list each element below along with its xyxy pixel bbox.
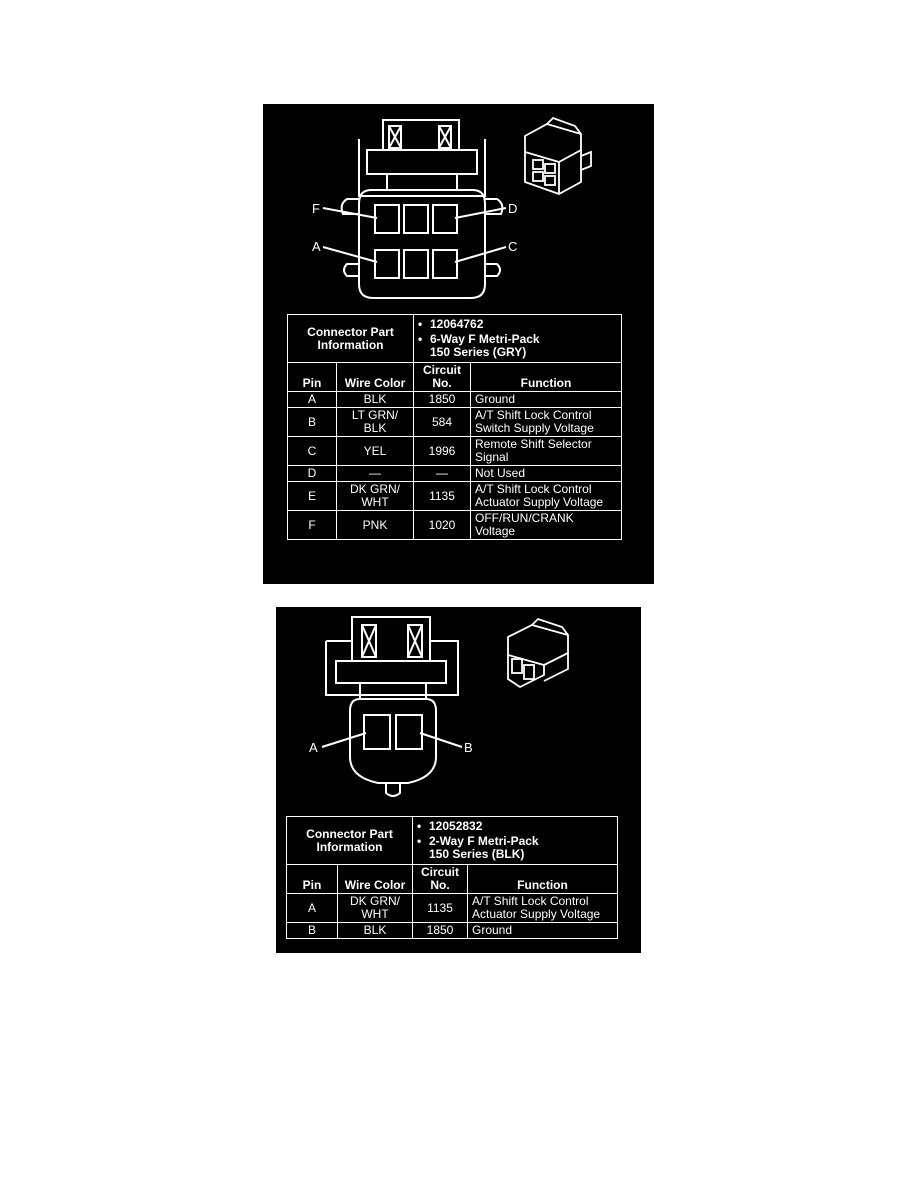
table-row: B LT GRN/ BLK 584 A/T Shift Lock Control…: [287, 407, 622, 437]
cell-wire: PNK: [336, 510, 414, 540]
connector-info-values: 12052832 2-Way F Metri-Pack 150 Series (…: [412, 816, 618, 865]
header-function: Function: [467, 864, 618, 894]
cell-pin: D: [287, 465, 337, 482]
cell-pin: F: [287, 510, 337, 540]
connector-2way-panel: A B Connector Part Information 12052832 …: [276, 607, 641, 953]
cell-circuit: 1135: [412, 893, 468, 923]
table-header-row: Pin Wire Color Circuit No. Function: [287, 362, 622, 392]
cell-pin: B: [287, 407, 337, 437]
part-number: 12064762: [418, 318, 617, 332]
cell-function: Ground: [470, 391, 622, 408]
cell-circuit: 584: [413, 407, 471, 437]
connector-6way-table: Connector Part Information 12064762 6-Wa…: [287, 314, 622, 540]
connector-info-values: 12064762 6-Way F Metri-Pack 150 Series (…: [413, 314, 622, 363]
table-row: A DK GRN/ WHT 1135 A/T Shift Lock Contro…: [286, 893, 618, 923]
cell-wire: BLK: [337, 922, 413, 939]
part-description: 6-Way F Metri-Pack 150 Series (GRY): [418, 333, 617, 359]
header-pin: Pin: [287, 362, 337, 392]
connector-info-label: Connector Part Information: [286, 816, 413, 865]
pin-label-a: A: [309, 740, 318, 755]
cell-circuit: 1996: [413, 436, 471, 466]
header-wire-color: Wire Color: [336, 362, 414, 392]
header-circuit-no: Circuit No.: [413, 362, 471, 392]
table-header-row: Pin Wire Color Circuit No. Function: [286, 864, 618, 894]
cell-pin: A: [287, 391, 337, 408]
header-function: Function: [470, 362, 622, 392]
part-desc-line1: 2-Way F Metri-Pack: [429, 834, 539, 848]
table-row: B BLK 1850 Ground: [286, 922, 618, 939]
cell-function: Not Used: [470, 465, 622, 482]
cell-function: A/T Shift Lock Control Switch Supply Vol…: [470, 407, 622, 437]
connector-info-label: Connector Part Information: [287, 314, 414, 363]
cell-wire: BLK: [336, 391, 414, 408]
table-row: E DK GRN/ WHT 1135 A/T Shift Lock Contro…: [287, 481, 622, 511]
table-row: F PNK 1020 OFF/RUN/CRANK Voltage: [287, 510, 622, 540]
cell-pin: A: [286, 893, 338, 923]
cell-function: Ground: [467, 922, 618, 939]
cell-pin: B: [286, 922, 338, 939]
cell-function: A/T Shift Lock Control Actuator Supply V…: [470, 481, 622, 511]
cell-function: OFF/RUN/CRANK Voltage: [470, 510, 622, 540]
cell-circuit: 1020: [413, 510, 471, 540]
part-description: 2-Way F Metri-Pack 150 Series (BLK): [417, 835, 613, 861]
cell-wire: DK GRN/ WHT: [337, 893, 413, 923]
connector-info-row: Connector Part Information 12052832 2-Wa…: [286, 816, 618, 865]
table-row: A BLK 1850 Ground: [287, 391, 622, 408]
cell-function: A/T Shift Lock Control Actuator Supply V…: [467, 893, 618, 923]
cell-wire: DK GRN/ WHT: [336, 481, 414, 511]
cell-circuit: 1850: [412, 922, 468, 939]
connector-6way-face-diagram: [322, 116, 592, 299]
connector-2way-iso-icon: [507, 617, 569, 689]
connector-2way-face-diagram: [321, 616, 569, 797]
connector-2way-table: Connector Part Information 12052832 2-Wa…: [286, 816, 618, 939]
cell-wire: YEL: [336, 436, 414, 466]
connector-info-row: Connector Part Information 12064762 6-Wa…: [287, 314, 622, 363]
cell-circuit: —: [413, 465, 471, 482]
header-pin: Pin: [286, 864, 338, 894]
connector-6way-iso-icon: [524, 116, 592, 195]
connector-6way-panel: F D A C Connector Part Information 12064…: [263, 104, 654, 584]
cell-function: Remote Shift Selector Signal: [470, 436, 622, 466]
table-row: C YEL 1996 Remote Shift Selector Signal: [287, 436, 622, 466]
cell-circuit: 1135: [413, 481, 471, 511]
cell-wire: —: [336, 465, 414, 482]
pin-label-c: C: [508, 239, 518, 254]
cell-pin: E: [287, 481, 337, 511]
part-desc-line2: 150 Series (BLK): [429, 847, 525, 861]
header-wire-color: Wire Color: [337, 864, 413, 894]
cell-wire: LT GRN/ BLK: [336, 407, 414, 437]
part-number: 12052832: [417, 820, 613, 834]
pin-label-b: B: [464, 740, 473, 755]
header-circuit-no: Circuit No.: [412, 864, 468, 894]
pin-label-f: F: [312, 201, 320, 216]
part-desc-line2: 150 Series (GRY): [430, 345, 527, 359]
cell-pin: C: [287, 436, 337, 466]
part-desc-line1: 6-Way F Metri-Pack: [430, 332, 540, 346]
pin-label-d: D: [508, 201, 518, 216]
pin-label-a: A: [312, 239, 321, 254]
cell-circuit: 1850: [413, 391, 471, 408]
table-row: D — — Not Used: [287, 465, 622, 482]
